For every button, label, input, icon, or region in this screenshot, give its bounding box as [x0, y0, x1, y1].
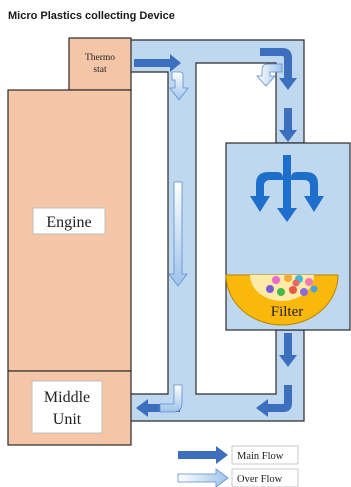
- legend-over-flow-label-box: [231, 468, 299, 487]
- engine-label-box: [32, 207, 106, 235]
- main-flow-arrow-turn-left: [256, 385, 292, 417]
- main-flow-arrows: [134, 48, 297, 417]
- main-flow-arrow-turn-down: [260, 48, 297, 90]
- over-flow-arrow-vertical: [168, 181, 188, 287]
- over-flow-arrow-top-left: [169, 71, 189, 101]
- thermostat-box: [68, 37, 132, 91]
- legend-over-flow-label: Over Flow: [237, 474, 283, 485]
- split-arrow-center: [277, 155, 297, 222]
- over-flow-arrow-top-right: [256, 63, 283, 87]
- thermostat-label-line1: Thermo: [85, 53, 115, 63]
- legend-main-flow-label-box: [231, 445, 299, 465]
- main-flow-arrow-down-1: [279, 108, 297, 142]
- split-arrow-right: [291, 172, 324, 212]
- over-flow-arrow-bottom-turn: [159, 384, 183, 413]
- middle-unit-label-box: [31, 380, 103, 434]
- main-flow-arrow-top: [134, 54, 181, 72]
- legend-main-flow-arrow: [178, 446, 228, 464]
- legend-main-flow-label: Main Flow: [237, 451, 284, 462]
- middle-unit-label-line1: Middle: [44, 389, 90, 406]
- micro-plastic-particles: [266, 274, 318, 296]
- thermostat-label-line2: stat: [93, 65, 107, 75]
- engine-label: Engine: [46, 214, 91, 231]
- over-flow-arrows: [159, 63, 283, 413]
- main-flow-arrow-down-2: [279, 333, 297, 367]
- filter-label: Filter: [271, 304, 304, 320]
- legend-over-flow-arrow: [177, 468, 229, 487]
- main-flow-arrow-left: [136, 399, 180, 417]
- middle-unit-label-line2: Unit: [53, 411, 82, 428]
- filter-split-arrows: [250, 155, 324, 222]
- legend: Main Flow Over Flow: [177, 445, 299, 487]
- diagram-title: Micro Plastics collecting Device: [8, 10, 175, 22]
- split-arrow-left: [250, 172, 283, 212]
